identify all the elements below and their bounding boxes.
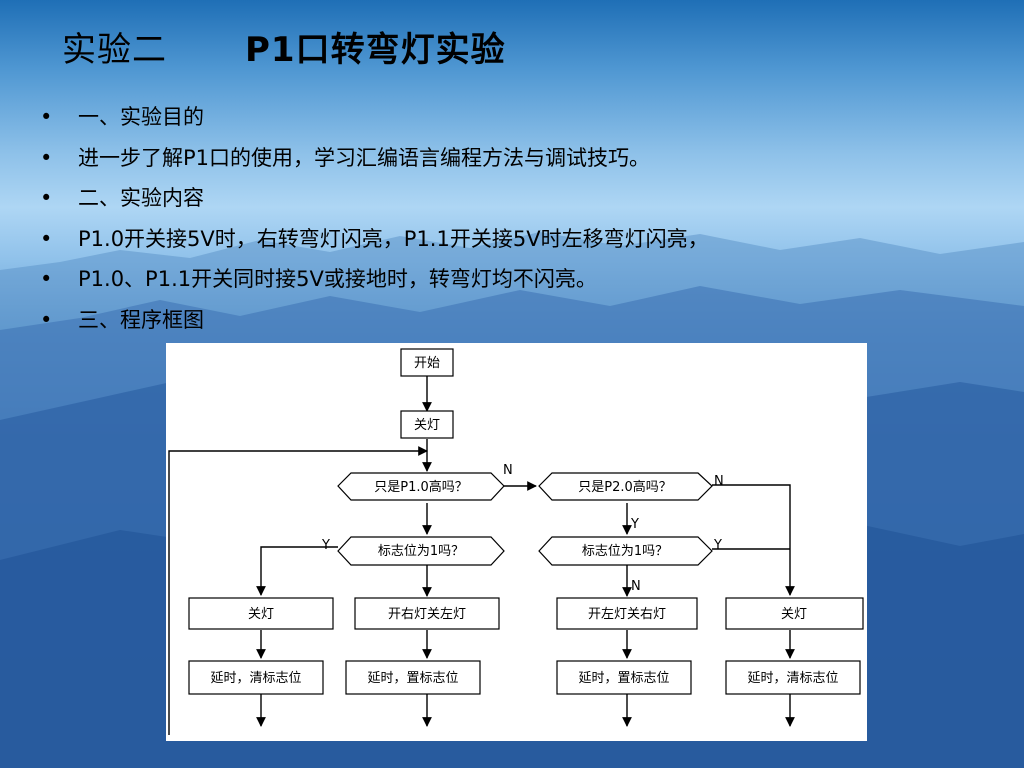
title-main: P1口转弯灯实验	[245, 30, 506, 70]
bullet-text: 二、实验内容	[78, 186, 204, 210]
bullet-item: • 一、实验目的	[40, 99, 709, 140]
lights-off-box	[400, 410, 454, 439]
bullet-item: • 进一步了解P1口的使用，学习汇编语言编程方法与调试技巧。	[40, 140, 709, 181]
label-n-flag2: N	[631, 579, 641, 594]
slide-title: 实验二 P1口转弯灯实验	[62, 22, 506, 71]
decision-p20-text: 只是P2.0高吗？	[578, 479, 672, 495]
bullet-marker: •	[40, 145, 53, 170]
start-box	[400, 348, 454, 377]
delay-clear-left-box	[188, 660, 324, 695]
flag-left-hex	[337, 536, 505, 566]
loop-back-line	[168, 446, 428, 735]
flag-left-text: 标志位为1吗？	[378, 544, 464, 559]
bullet-text: 三、程序框图	[78, 307, 204, 332]
bullet-text: 进一步了解P1口的使用，学习汇编语言编程方法与调试技巧。	[78, 145, 651, 170]
flowchart-panel: 开始 关灯 只是P1.0高吗？ 只是P2.0高吗？ 标志位为1吗？ 标志位为1吗…	[166, 343, 867, 741]
bullet-marker: •	[40, 105, 53, 129]
right-on-box	[354, 597, 500, 630]
bullet-item: • P1.0开关接5V时，右转弯灯闪亮，P1.1开关接5V时左移弯灯闪亮，	[40, 221, 709, 262]
off-left-text: 关灯	[248, 607, 274, 622]
delay-set-right-box	[556, 660, 692, 695]
off-right-text: 关灯	[781, 607, 807, 622]
bullet-text: 一、实验目的	[78, 105, 204, 129]
off-left-box	[188, 597, 334, 630]
right-on-text: 开右灯关左灯	[388, 607, 466, 622]
delay-clear-left-text: 延时，清标志位	[210, 671, 301, 686]
bullet-item: • 三、程序框图	[40, 302, 709, 343]
bullet-marker: •	[40, 226, 53, 251]
delay-set-right-text: 延时，置标志位	[578, 671, 669, 686]
flag-right-hex	[538, 536, 713, 566]
flowchart: 开始 关灯 只是P1.0高吗？ 只是P2.0高吗？ 标志位为1吗？ 标志位为1吗…	[168, 348, 864, 735]
arrow-d2-no-to-off	[712, 484, 795, 596]
flag-right-text: 标志位为1吗？	[582, 544, 668, 559]
arrow-flag1-yes-to-off	[256, 546, 338, 596]
lights-off-text: 关灯	[414, 418, 440, 433]
delay-clear-right-text: 延时，清标志位	[747, 671, 838, 686]
bullet-marker: •	[40, 267, 53, 291]
bullet-item: • 二、实验内容	[40, 180, 709, 221]
left-on-box	[556, 597, 698, 630]
decision-p10-hex	[337, 472, 505, 501]
bullet-list: • 一、实验目的 • 进一步了解P1口的使用，学习汇编语言编程方法与调试技巧。 • 二…	[40, 99, 709, 342]
decision-p20-hex	[538, 472, 713, 501]
label-y-flag2: Y	[713, 538, 722, 553]
label-y-d2: Y	[630, 517, 639, 532]
delay-set-left-box	[345, 660, 481, 695]
bullet-text: P1.0、P1.1开关同时接5V或接地时，转弯灯均不闪亮。	[78, 267, 597, 291]
start-text: 开始	[414, 356, 440, 371]
bullet-marker: •	[40, 186, 53, 210]
delay-clear-right-box	[725, 660, 861, 695]
label-n-d2: N	[714, 474, 724, 489]
delay-set-left-text: 延时，置标志位	[367, 671, 458, 686]
bullet-text: P1.0开关接5V时，右转弯灯闪亮，P1.1开关接5V时左移弯灯闪亮，	[78, 226, 709, 251]
decision-p10-text: 只是P1.0高吗？	[374, 479, 468, 495]
title-prefix: 实验二	[62, 30, 167, 70]
left-on-text: 开左灯关右灯	[588, 607, 666, 622]
label-n-d1: N	[503, 463, 513, 478]
label-y-flag1: Y	[321, 538, 330, 553]
off-right-box	[725, 597, 864, 630]
bullet-marker: •	[40, 307, 53, 332]
bullet-item: • P1.0、P1.1开关同时接5V或接地时，转弯灯均不闪亮。	[40, 261, 709, 302]
